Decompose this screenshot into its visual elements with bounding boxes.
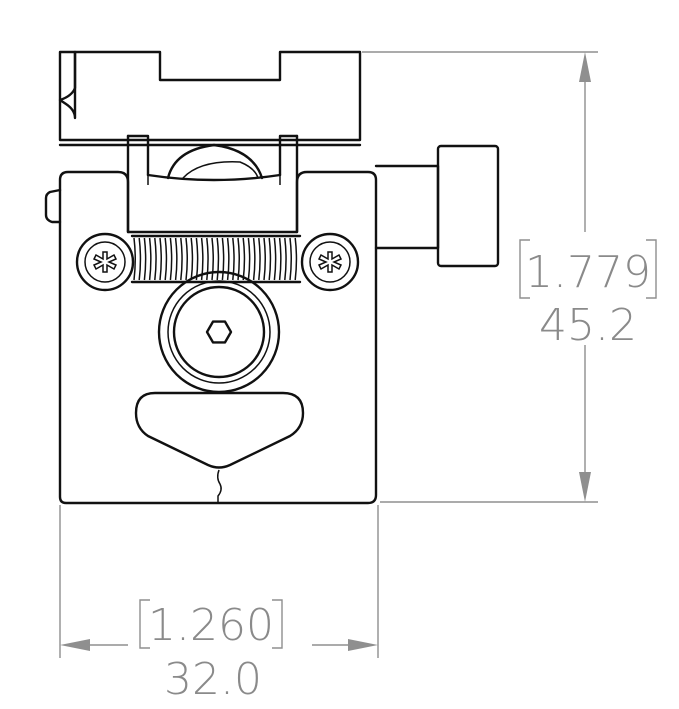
spring-coil [242,237,246,281]
spring-coil [164,237,168,281]
spring-coil [289,237,292,281]
height-dimension: 1.779 45.2 [362,51,657,503]
width-inch-label: 1.260 [148,600,274,651]
right-screw-head-icon [317,251,343,273]
spring-coil [138,237,142,281]
top-mount [58,50,362,147]
height-mm-label: 45.2 [539,300,637,351]
spring [130,234,302,284]
spring-coil [221,237,225,281]
left-screw [75,232,135,292]
spring-coil [185,237,188,281]
spring-coil [273,237,277,281]
spring-coil [237,237,240,281]
main-body [44,170,378,505]
spring-coil [133,237,136,281]
spring-coil [159,237,162,281]
spring-coil [268,237,272,281]
center-bolt [157,270,281,394]
spring-coil [263,237,266,281]
spring-coil [190,237,194,281]
side-knob [374,144,500,268]
spring-coil [180,237,183,281]
height-inch-label: 1.779 [525,247,651,298]
spring-coil [278,237,282,281]
hex-socket-icon [205,320,233,344]
spring-coil [148,237,152,281]
width-dimension: 1.260 32.0 [59,505,379,705]
spring-coil [174,237,178,281]
left-screw-head-icon [92,251,118,273]
spring-coil [143,237,147,281]
spring-coil [232,237,235,281]
spring-coil [258,237,261,281]
spring-coil [252,237,256,281]
spring-coil [247,237,251,281]
spring-coil [216,237,220,281]
clamp-lobe [134,391,305,503]
spring-coil [169,237,173,281]
spring-coil [206,237,209,281]
spring-coil [226,237,230,281]
spring-coil [284,237,287,281]
spring-coil [294,237,298,281]
spring-coil [154,237,157,281]
spring-coil [211,237,214,281]
roller-housing [126,134,299,234]
width-mm-label: 32.0 [164,654,262,705]
right-screw [300,232,360,292]
spring-coil [200,237,204,281]
spring-coil [195,237,199,281]
